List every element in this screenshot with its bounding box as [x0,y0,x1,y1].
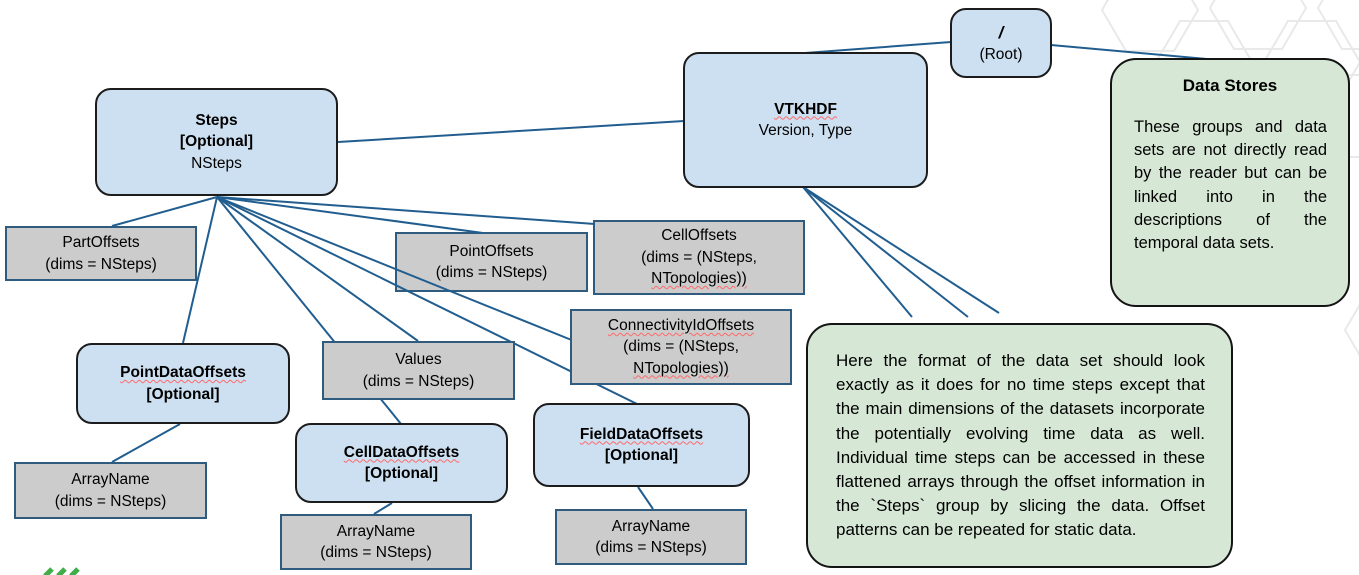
node-field-data-offsets: FieldDataOffsets [Optional] [533,403,750,487]
node-title: / [998,22,1004,42]
node-cell-offsets: CellOffsets (dims = (NSteps, NTopologies… [593,220,805,295]
node-values: Values (dims = NSteps) [322,341,515,400]
node-steps: Steps [Optional] NSteps [95,88,338,196]
node-label: ConnectivityIdOffsets [607,316,755,334]
node-optional: [Optional] [604,447,679,464]
node-connectivity-id-offsets: ConnectivityIdOffsets (dims = (NSteps, N… [570,309,792,385]
node-dims: (dims = NSteps) [320,544,432,561]
node-dims: (dims = NSteps) [54,492,167,510]
node-array-name-cell: ArrayName (dims = NSteps) [280,514,472,570]
node-title: CellDataOffsets [343,443,460,461]
node-vtkhdf: VTKHDF Version, Type [683,52,928,188]
node-label: PointOffsets [449,242,534,260]
node-root: / (Root) [950,8,1052,78]
node-point-data-offsets: PointDataOffsets [Optional] [76,343,290,424]
node-array-name-field: ArrayName (dims = NSteps) [555,509,747,565]
node-title: FieldDataOffsets [579,425,704,443]
node-optional: [Optional] [364,465,439,482]
node-title: VTKHDF [774,100,837,118]
node-label: ArrayName [71,471,150,489]
note-time-steps: Here the format of the data set should l… [806,323,1233,568]
node-cell-data-offsets: CellDataOffsets [Optional] [295,423,508,503]
node-subtitle: Version, Type [758,122,853,139]
node-label: Values [395,351,442,369]
node-dims: NTopologies)) [633,359,729,377]
node-point-offsets: PointOffsets (dims = NSteps) [395,232,588,292]
node-label: ArrayName [611,517,691,535]
node-subtitle: NSteps [191,154,242,172]
node-dims: (dims = (NSteps, [641,248,757,266]
node-optional: [Optional] [146,385,220,403]
node-dims: (dims = (NSteps, [623,338,739,356]
node-subtitle: (Root) [979,46,1023,64]
node-title: PointDataOffsets [120,364,246,382]
node-dims: (dims = NSteps) [45,255,157,273]
node-dims: (dims = NSteps) [595,539,707,556]
note-body: Here the format of the data set should l… [836,351,1205,540]
node-optional: [Optional] [179,133,254,151]
note-data-stores: Data Stores These groups and data sets a… [1110,58,1350,307]
node-array-name-point: ArrayName (dims = NSteps) [14,462,207,519]
node-label: CellOffsets [661,227,737,245]
node-title: Steps [195,111,238,129]
node-label: ArrayName [336,522,416,540]
node-dims: NTopologies)) [651,270,747,288]
note-body: These groups and data sets are not direc… [1134,118,1327,253]
node-dims: (dims = NSteps) [435,264,548,281]
node-part-offsets: PartOffsets (dims = NSteps) [5,226,197,281]
node-label: PartOffsets [62,234,140,252]
note-title: Data Stores [1182,76,1278,95]
node-dims: (dims = NSteps) [362,372,475,390]
